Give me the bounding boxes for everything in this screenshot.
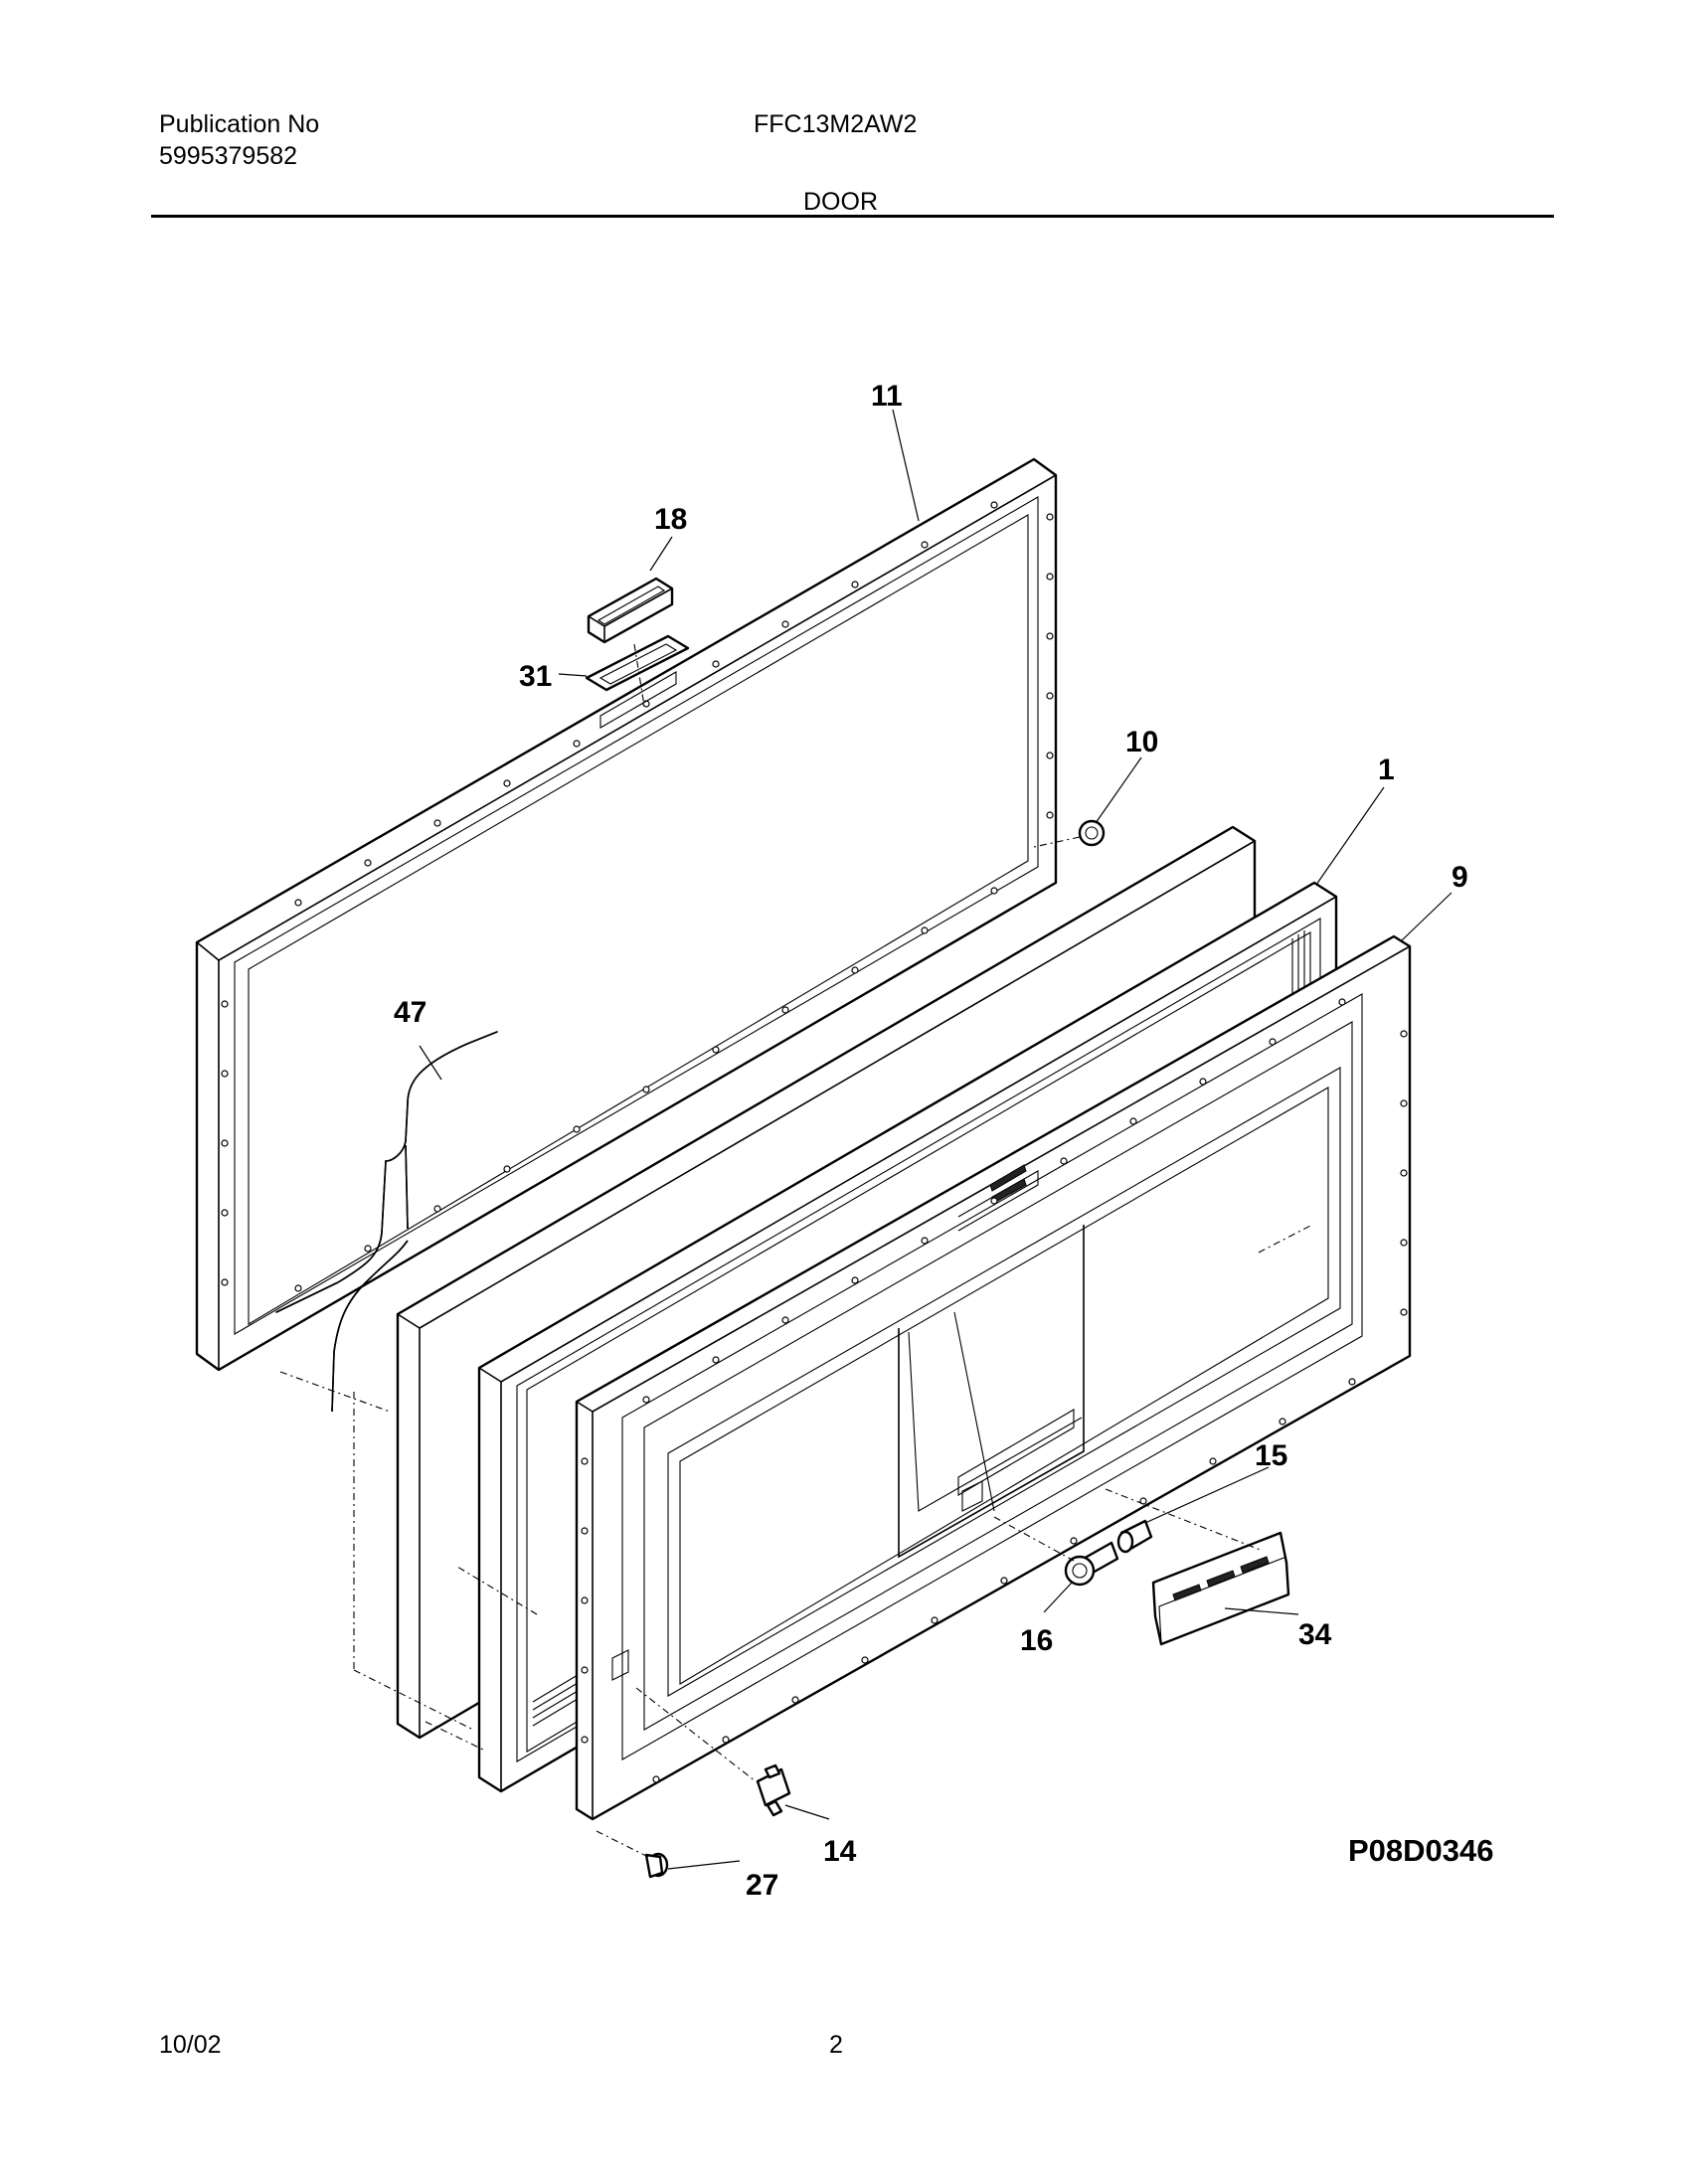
publication-label: Publication No bbox=[159, 110, 320, 138]
heater-wire bbox=[275, 1031, 498, 1413]
callout-31: 31 bbox=[519, 660, 552, 693]
shield-vents bbox=[1172, 1556, 1270, 1601]
door-outer-panel bbox=[195, 457, 1058, 1372]
callout-18: 18 bbox=[654, 503, 687, 536]
callout-14: 14 bbox=[823, 1835, 857, 1868]
figure-id: P08D0346 bbox=[1348, 1833, 1494, 1868]
light-shield bbox=[1151, 1531, 1290, 1646]
callout-16: 16 bbox=[1020, 1624, 1053, 1657]
door-switch bbox=[756, 1763, 791, 1817]
door-inner-liner bbox=[575, 934, 1412, 1821]
callout-1: 1 bbox=[1378, 754, 1395, 786]
handle-alignment-line bbox=[633, 643, 645, 707]
bulb-alignment-line bbox=[993, 1516, 1075, 1562]
hinge-pin bbox=[1078, 819, 1106, 847]
hinge-pin-alignment-line bbox=[1033, 836, 1081, 848]
callout-15: 15 bbox=[1255, 1439, 1287, 1472]
callout-27: 27 bbox=[746, 1869, 778, 1902]
header-divider bbox=[151, 215, 1554, 218]
liner-screw-holes bbox=[581, 998, 1408, 1783]
assembly-alignment-lines bbox=[279, 1224, 1313, 1751]
handle-cap bbox=[587, 577, 674, 644]
callout-10: 10 bbox=[1125, 726, 1158, 758]
shield-alignment-line bbox=[1105, 1488, 1264, 1552]
light-socket bbox=[1116, 1519, 1153, 1554]
publication-number: 5995379582 bbox=[159, 142, 298, 170]
callout-34: 34 bbox=[1298, 1618, 1332, 1651]
callout-9: 9 bbox=[1452, 861, 1468, 894]
footer-date: 10/02 bbox=[159, 2031, 222, 2059]
model-number: FFC13M2AW2 bbox=[754, 110, 918, 138]
callout-leaders bbox=[419, 409, 1452, 1870]
light-bulb bbox=[1064, 1541, 1119, 1587]
section-title: DOOR bbox=[803, 188, 878, 216]
plug-alignment-line bbox=[596, 1830, 649, 1858]
callout-47: 47 bbox=[394, 996, 427, 1029]
panel-screw-holes bbox=[221, 501, 1054, 1292]
plug-button bbox=[644, 1852, 669, 1879]
callout-11: 11 bbox=[871, 380, 903, 413]
page-number: 2 bbox=[829, 2031, 843, 2059]
